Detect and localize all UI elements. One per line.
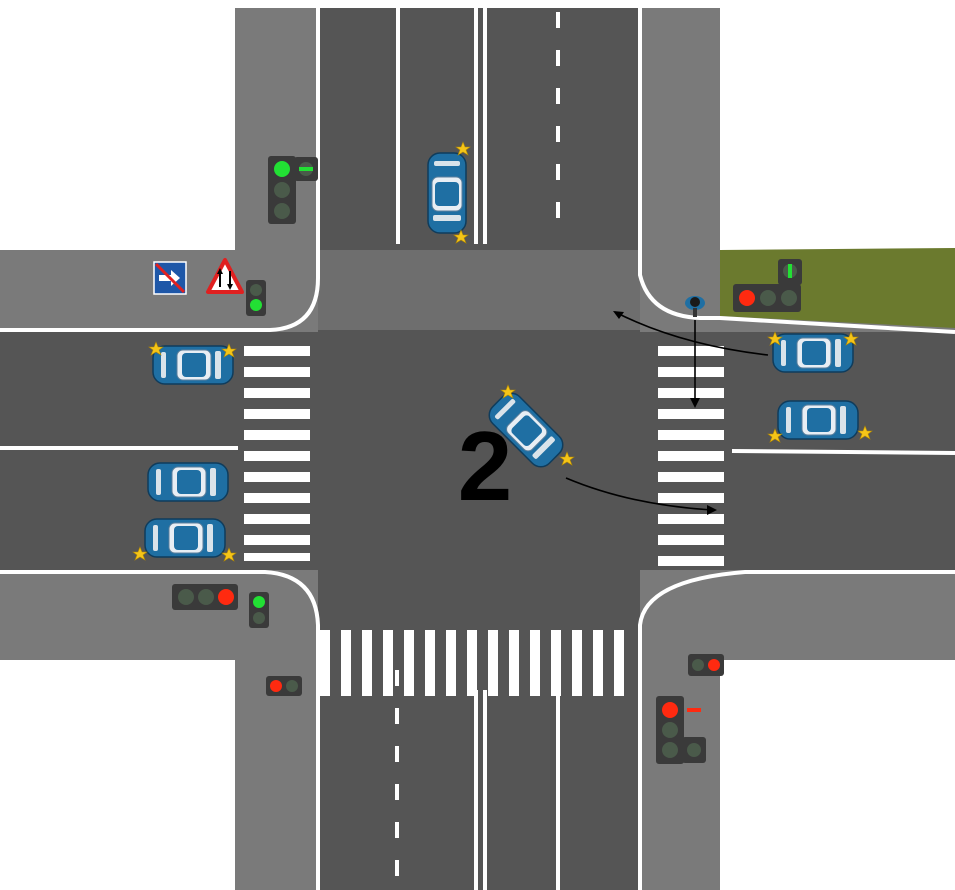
crosswalk-south bbox=[320, 630, 624, 696]
pedestrian bbox=[685, 296, 705, 317]
car-west-middle bbox=[147, 462, 229, 502]
crosswalk-east bbox=[658, 346, 724, 566]
traffic-light-south-east-small bbox=[688, 654, 724, 676]
crosswalk-west bbox=[244, 346, 310, 561]
movement-arrows bbox=[565, 311, 769, 515]
two-way-traffic-warning-sign bbox=[206, 258, 244, 294]
situation-number: 2 bbox=[458, 411, 513, 521]
traffic-light-south-west bbox=[172, 584, 238, 610]
traffic-light-south-west-ped bbox=[266, 676, 302, 696]
traffic-light-west-small bbox=[246, 280, 266, 316]
traffic-light-north-west bbox=[268, 156, 318, 224]
lane-markings bbox=[0, 8, 955, 890]
car-east-bottom bbox=[777, 400, 859, 440]
two-way-traffic-icon bbox=[217, 268, 233, 290]
car-west-top bbox=[152, 345, 234, 385]
car-north-southbound bbox=[427, 152, 467, 234]
traffic-light-east bbox=[733, 259, 802, 312]
traffic-light-south-west-small bbox=[249, 592, 269, 628]
car-east-top bbox=[772, 333, 854, 373]
traffic-light-south-east bbox=[656, 696, 706, 764]
person-icon bbox=[685, 296, 705, 317]
car-west-bottom bbox=[144, 518, 226, 558]
one-way-road-sign bbox=[153, 261, 187, 295]
